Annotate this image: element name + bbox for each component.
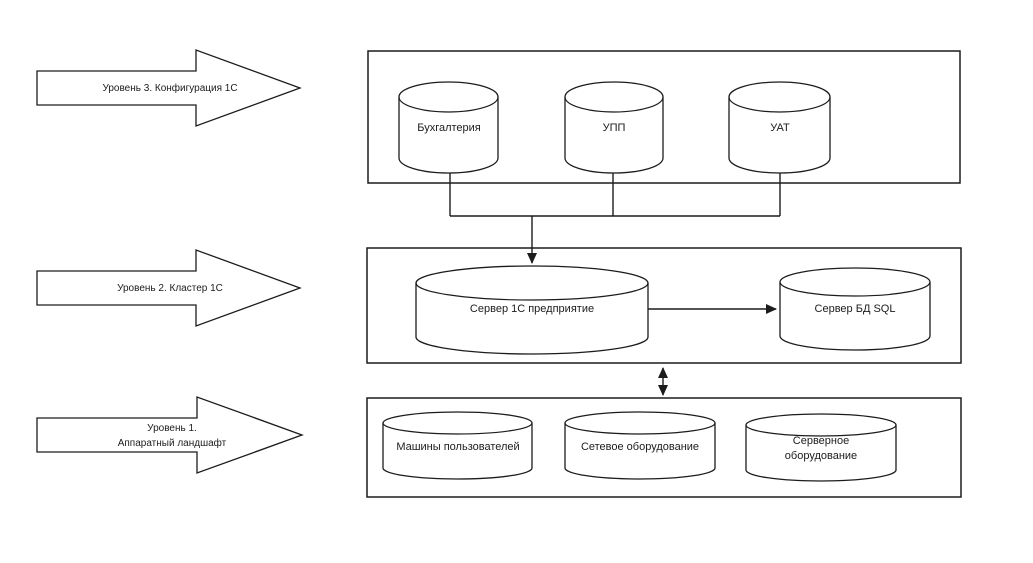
level-arrow-1-label-line2: Аппаратный ландшафт (118, 437, 227, 449)
level-arrow-1-label-line1: Уровень 1. (147, 423, 197, 434)
cylinder-label: Сервер 1С предприятие (470, 303, 594, 315)
cylinder-network-equipment: Сетевое оборудование (564, 411, 716, 480)
level-arrow-3-label: Уровень 3. Конфигурация 1С (102, 82, 237, 94)
level-arrow-3: Уровень 3. Конфигурация 1С (36, 49, 302, 127)
cylinder-upp: УПП (564, 81, 664, 174)
cylinder-server-1c: Сервер 1С предприятие (415, 265, 649, 355)
level-arrow-2: Уровень 2. Кластер 1С (36, 249, 302, 327)
cylinder-label: УПП (603, 122, 626, 134)
right-arrow-shape (36, 396, 304, 474)
cylinder-label: Бухгалтерия (417, 122, 481, 134)
cylinder-label: Сервер БД SQL (815, 303, 896, 315)
cylinder-label-line1: Серверное (793, 435, 849, 447)
cylinder-buhgalteria: Бухгалтерия (398, 81, 499, 174)
cylinder-user-machines: Машины пользователей (382, 411, 533, 480)
cylinder-label: Сетевое оборудование (581, 441, 699, 453)
cylinder-label: УАТ (770, 122, 790, 134)
cylinder-label-line2: оборудование (785, 450, 857, 462)
level-arrow-1: Уровень 1. Аппаратный ландшафт (36, 396, 304, 474)
cylinder-server-equipment: Серверное оборудование (745, 413, 897, 482)
cylinder-uat: УАТ (728, 81, 831, 174)
cylinder-sql-server: Сервер БД SQL (779, 267, 931, 351)
cylinder-label: Машины пользователей (396, 441, 519, 453)
connector-lines (449, 171, 781, 396)
right-arrow-shape (36, 49, 302, 127)
right-arrow-shape (36, 249, 302, 327)
level-arrow-2-label: Уровень 2. Кластер 1С (117, 283, 223, 294)
